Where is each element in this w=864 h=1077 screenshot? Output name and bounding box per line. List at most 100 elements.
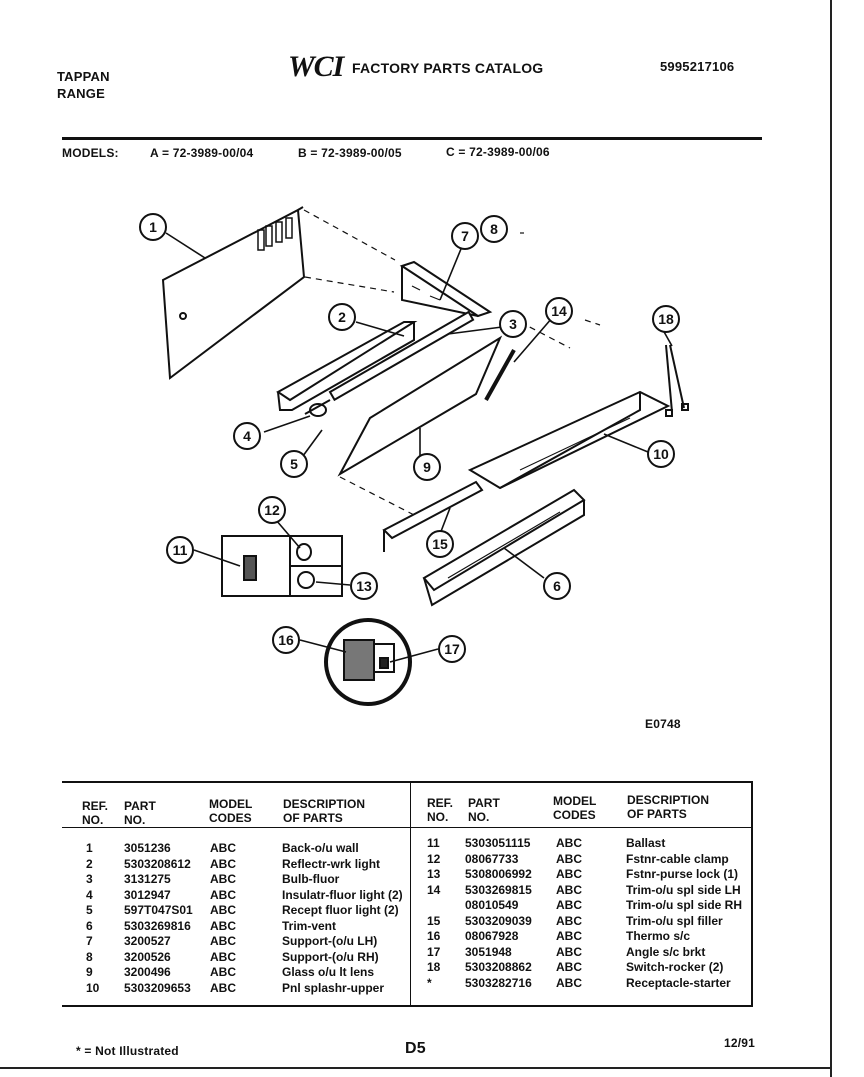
ref-cell: 4 xyxy=(86,887,93,902)
ref-cell: 2 xyxy=(86,856,93,871)
callout-1: 1 xyxy=(139,213,167,241)
part-cell: 5308006992 xyxy=(465,867,532,881)
filler-trim xyxy=(382,480,484,540)
part-cell: 5303208612 xyxy=(124,856,191,871)
table-row: 8 3200526 ABC Support-(o/u RH) xyxy=(86,950,403,966)
codes-cell: ABC xyxy=(210,980,236,995)
back-wall-vents xyxy=(257,217,293,251)
codes-cell: ABC xyxy=(556,898,582,912)
part-cell: 597T047S01 xyxy=(124,903,193,917)
callout-14: 14 xyxy=(545,297,573,325)
callout-13: 13 xyxy=(350,572,378,600)
codes-cell: ABC xyxy=(556,944,582,959)
codes-cell: ABC xyxy=(556,867,582,881)
brand-block: TAPPAN RANGE xyxy=(57,68,110,102)
not-illustrated-note: * = Not Illustrated xyxy=(76,1044,179,1058)
desc-cell: Glass o/u lt lens xyxy=(282,965,375,979)
part-cell: 3200527 xyxy=(124,934,171,948)
codes-cell: ABC xyxy=(210,965,236,979)
ref-cell: 5 xyxy=(86,903,93,917)
codes-cell: ABC xyxy=(210,856,236,871)
ref-cell: 15 xyxy=(427,913,441,928)
table-row: 4 3012947 ABC Insulatr-fluor light (2) xyxy=(86,888,403,904)
codes-cell: ABC xyxy=(556,882,582,897)
back-wall-panel xyxy=(161,208,306,380)
part-cell: 3131275 xyxy=(124,872,171,886)
callout-4: 4 xyxy=(233,422,261,450)
callout-12: 12 xyxy=(258,496,286,524)
splasher-panel xyxy=(467,390,671,490)
part-cell: 3012947 xyxy=(124,887,171,902)
table-bottom-rule xyxy=(62,1005,753,1007)
part-cell: 5303209039 xyxy=(465,913,532,928)
table-row: 08010549 ABC Trim-o/u spl side RH xyxy=(427,898,742,914)
codes-cell: ABC xyxy=(556,851,582,866)
catalog-number: 5995217106 xyxy=(660,59,735,74)
desc-cell: Pnl splashr-upper xyxy=(282,980,385,995)
brand-line2: RANGE xyxy=(57,86,105,101)
catalog-date: 12/91 xyxy=(724,1036,756,1050)
ref-cell: 18 xyxy=(427,960,441,974)
fluorescent-bulb xyxy=(328,310,475,402)
part-cell: 5303209653 xyxy=(124,980,191,995)
ref-cell: 6 xyxy=(86,918,93,933)
desc-cell: Support-(o/u LH) xyxy=(282,934,378,948)
desc-cell: Trim-o/u spl filler xyxy=(626,913,723,928)
part-cell: 08010549 xyxy=(465,898,519,912)
codes-cell: ABC xyxy=(556,913,582,928)
part-cell: 3200496 xyxy=(124,965,171,979)
models-label: MODELS: xyxy=(62,146,119,160)
callout-11: 11 xyxy=(166,536,194,564)
part-cell: 5303051115 xyxy=(465,836,531,850)
codes-cell: ABC xyxy=(210,872,236,886)
part-cell: 3200526 xyxy=(124,949,171,964)
table-row: 9 3200496 ABC Glass o/u lt lens xyxy=(86,965,403,981)
desc-cell: Thermo s/c xyxy=(626,929,691,943)
codes-cell: ABC xyxy=(556,929,582,943)
desc-cell: Switch-rocker (2) xyxy=(626,960,724,974)
table-center-rule xyxy=(410,783,411,1005)
ref-cell: 11 xyxy=(427,836,440,850)
catalog-title: FACTORY PARTS CATALOG xyxy=(352,60,544,76)
desc-cell: Back-o/u wall xyxy=(282,841,359,855)
codes-cell: ABC xyxy=(210,918,236,933)
trim-side xyxy=(484,349,516,401)
ref-cell xyxy=(427,898,465,914)
desc-cell: Support-(o/u RH) xyxy=(282,949,379,964)
ref-cell: 12 xyxy=(427,851,441,866)
ref-cell: 8 xyxy=(86,949,93,964)
desc-cell: Bulb-fluor xyxy=(282,872,340,886)
callout-2: 2 xyxy=(328,303,356,331)
ref-cell: 17 xyxy=(427,944,441,959)
ref-cell: 9 xyxy=(86,965,93,979)
part-cell: 3051948 xyxy=(465,944,512,959)
desc-cell: Trim-vent xyxy=(282,918,337,933)
desc-cell: Trim-o/u spl side RH xyxy=(626,898,743,912)
codes-cell: ABC xyxy=(556,975,582,990)
ref-cell: 10 xyxy=(86,980,100,995)
codes-cell: ABC xyxy=(210,949,236,964)
table-right-rule xyxy=(751,781,753,1006)
callout-16: 16 xyxy=(272,626,300,654)
callout-15: 15 xyxy=(426,530,454,558)
wci-logo: WCI xyxy=(288,50,344,83)
callout-8: 8 xyxy=(480,215,508,243)
part-cell: 3051236 xyxy=(124,841,171,855)
desc-cell: Insulatr-fluor light (2) xyxy=(282,887,403,902)
desc-cell: Fstnr-purse lock (1) xyxy=(626,867,739,881)
table-row: 15 5303209039 ABC Trim-o/u spl filler xyxy=(427,914,742,930)
table-top-rule xyxy=(62,781,752,783)
codes-cell: ABC xyxy=(210,887,236,902)
support-bracket xyxy=(399,260,493,318)
table-header-rule xyxy=(62,827,752,828)
